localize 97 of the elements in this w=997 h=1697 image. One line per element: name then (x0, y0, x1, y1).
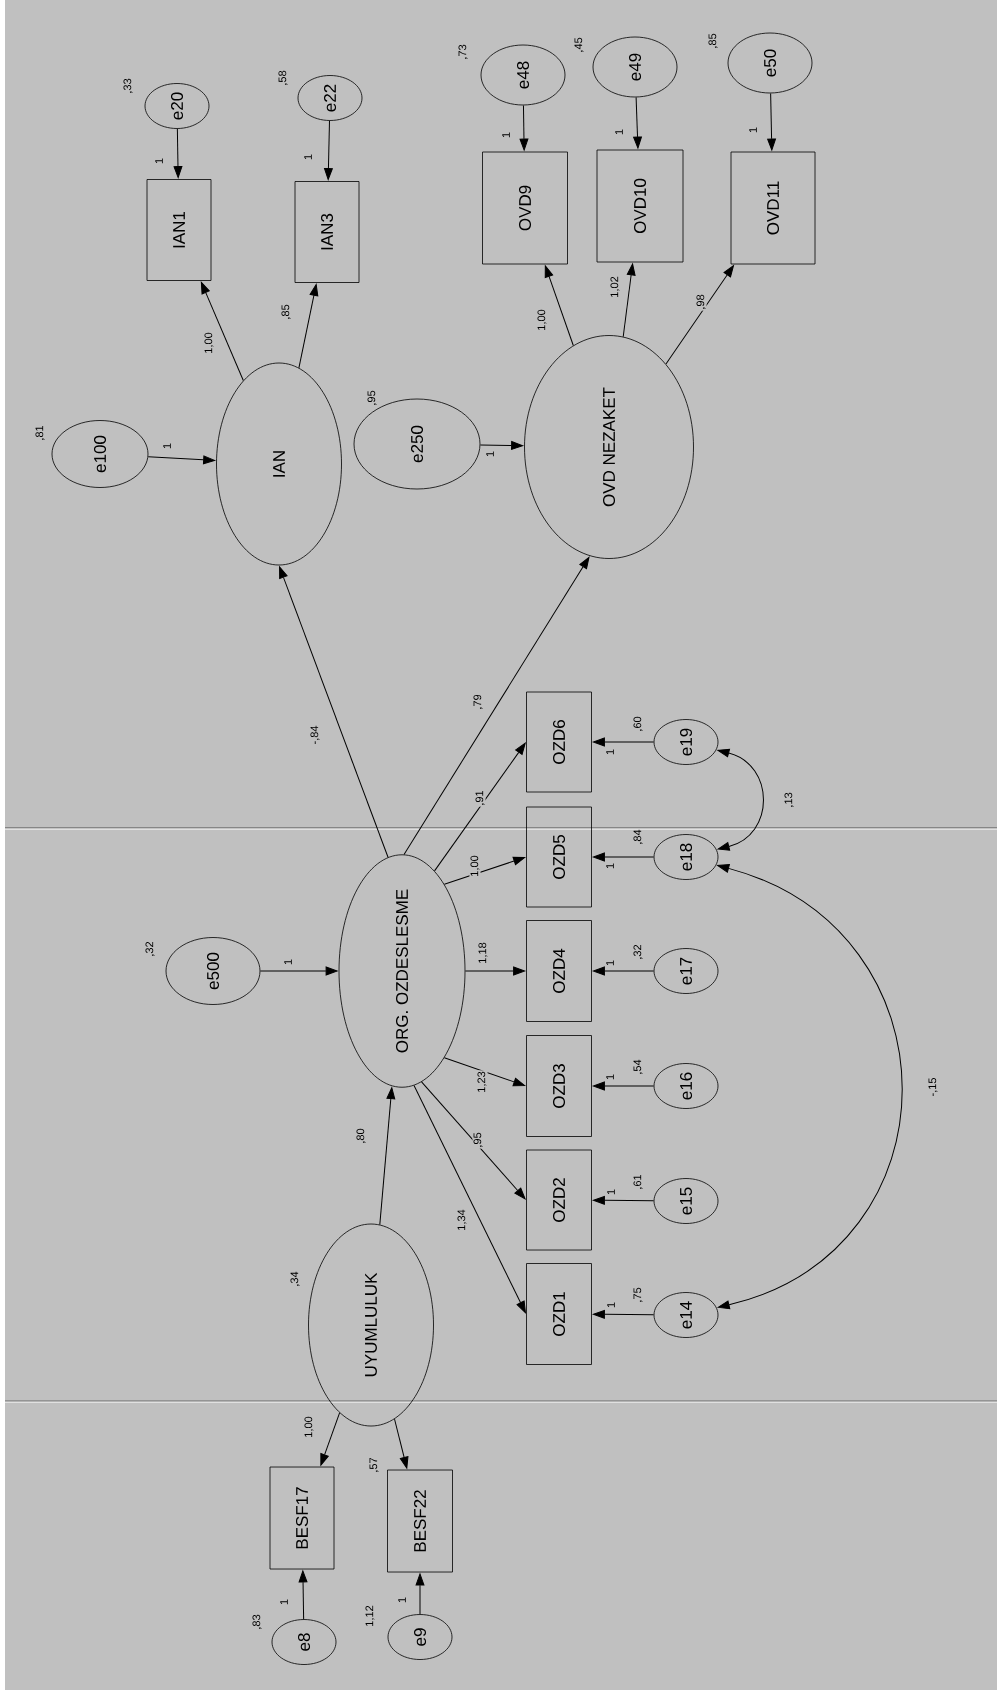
edge-label: -,15 (927, 1076, 939, 1098)
variance-label: ,45 (574, 37, 584, 52)
edge-label: 1,00 (469, 854, 481, 878)
variance-label: ,95 (367, 390, 377, 405)
variance-label: ,84 (633, 829, 643, 844)
arrow (519, 104, 529, 151)
arrow (633, 96, 642, 149)
edge-label: 1 (397, 1595, 407, 1605)
edge-label: 1 (154, 156, 164, 166)
edge-label: 1 (606, 1187, 616, 1197)
edge-label: 1,02 (609, 275, 621, 299)
arrow (767, 92, 776, 151)
edge-label: 1 (614, 127, 624, 137)
edge-label: -,84 (309, 724, 321, 746)
arrow (324, 120, 333, 181)
edge-label: 1 (303, 152, 313, 162)
arrow (434, 742, 526, 872)
observed-variable-box: OZD2 (526, 1149, 592, 1251)
variance-label: 1,12 (365, 1605, 375, 1626)
arrow (592, 1309, 655, 1319)
arrow (421, 1081, 526, 1200)
arrow (622, 263, 636, 338)
arrow (592, 1195, 655, 1205)
arrow (379, 1087, 396, 1226)
observed-variable-box: OZD1 (526, 1263, 592, 1365)
arrow (544, 265, 574, 346)
observed-variable-box: OVD10 (596, 149, 684, 263)
variance-label: ,34 (290, 1271, 300, 1286)
arrow (147, 455, 216, 465)
edge-label: 1 (279, 1597, 289, 1607)
arrow (479, 441, 524, 450)
edge-label: 1,23 (476, 1070, 488, 1094)
arrow (443, 1057, 526, 1087)
arrow (592, 852, 655, 862)
variance-label: ,32 (633, 944, 643, 959)
variance-label: ,58 (278, 70, 288, 85)
observed-variable-box: OZD6 (526, 691, 592, 793)
variance-label: ,85 (708, 33, 718, 48)
observed-variable-box: OVD11 (730, 151, 816, 265)
edge-label: 1 (606, 1300, 616, 1310)
variance-label: ,54 (633, 1059, 643, 1074)
variance-label: ,73 (458, 44, 468, 59)
edge-label: 1 (283, 957, 293, 967)
arrow (298, 283, 319, 369)
edge-label: ,98 (695, 293, 707, 311)
edge-label: ,57 (368, 1456, 380, 1474)
edge-label: ,80 (355, 1127, 367, 1145)
edge-label: 1,00 (536, 308, 548, 332)
observed-variable-box: OZD5 (526, 806, 592, 908)
observed-variable-box: IAN1 (146, 179, 212, 281)
arrow (413, 1085, 526, 1314)
edge-label: ,13 (783, 791, 795, 809)
arrow (415, 1573, 425, 1615)
observed-variable-box: OVD9 (482, 151, 568, 265)
edge-label: 1 (501, 130, 511, 140)
edge-label: 1 (605, 747, 615, 757)
observed-variable-box: IAN3 (294, 181, 360, 283)
variance-label: ,33 (123, 78, 133, 93)
edge-label: ,85 (280, 303, 292, 321)
arrow (200, 281, 244, 381)
arrow (394, 1418, 409, 1469)
arrow (320, 1412, 341, 1466)
edge-label: 1 (605, 958, 615, 968)
variance-label: ,32 (145, 941, 155, 956)
observed-variable-box: OZD3 (526, 1035, 592, 1137)
arrow (592, 966, 655, 976)
arrow (592, 1081, 655, 1091)
variance-label: ,83 (252, 1614, 262, 1629)
edge-label: 1,00 (203, 331, 215, 355)
variance-label: ,81 (35, 425, 45, 440)
edge-label: 1,34 (456, 1208, 468, 1232)
variance-label: ,75 (633, 1287, 643, 1302)
arrow (259, 966, 338, 976)
edge-label: 1,18 (477, 941, 489, 965)
observed-variable-box: BESF22 (387, 1469, 453, 1573)
arrow (403, 556, 590, 855)
edge-label: 1 (748, 125, 758, 135)
edge-label: ,79 (472, 693, 484, 711)
variance-label: ,60 (633, 716, 643, 731)
variance-label: ,61 (633, 1174, 643, 1189)
arrow (464, 966, 526, 976)
observed-variable-box: BESF17 (269, 1466, 335, 1570)
edge-label: 1 (485, 449, 495, 459)
observed-variable-box: OZD4 (526, 920, 592, 1022)
arrow (592, 737, 655, 747)
edge-label: ,91 (474, 789, 486, 807)
arrow (173, 128, 183, 179)
arrow (279, 566, 389, 858)
covariance-arrow (717, 864, 903, 1310)
edge-label: ,95 (472, 1131, 484, 1149)
edge-label: 1 (162, 441, 172, 451)
edge-label: 1 (605, 861, 615, 871)
arrow (443, 856, 526, 885)
arrow (298, 1570, 308, 1620)
arrow (665, 265, 734, 365)
edge-label: 1 (605, 1072, 615, 1082)
covariance-arrow (717, 748, 764, 851)
